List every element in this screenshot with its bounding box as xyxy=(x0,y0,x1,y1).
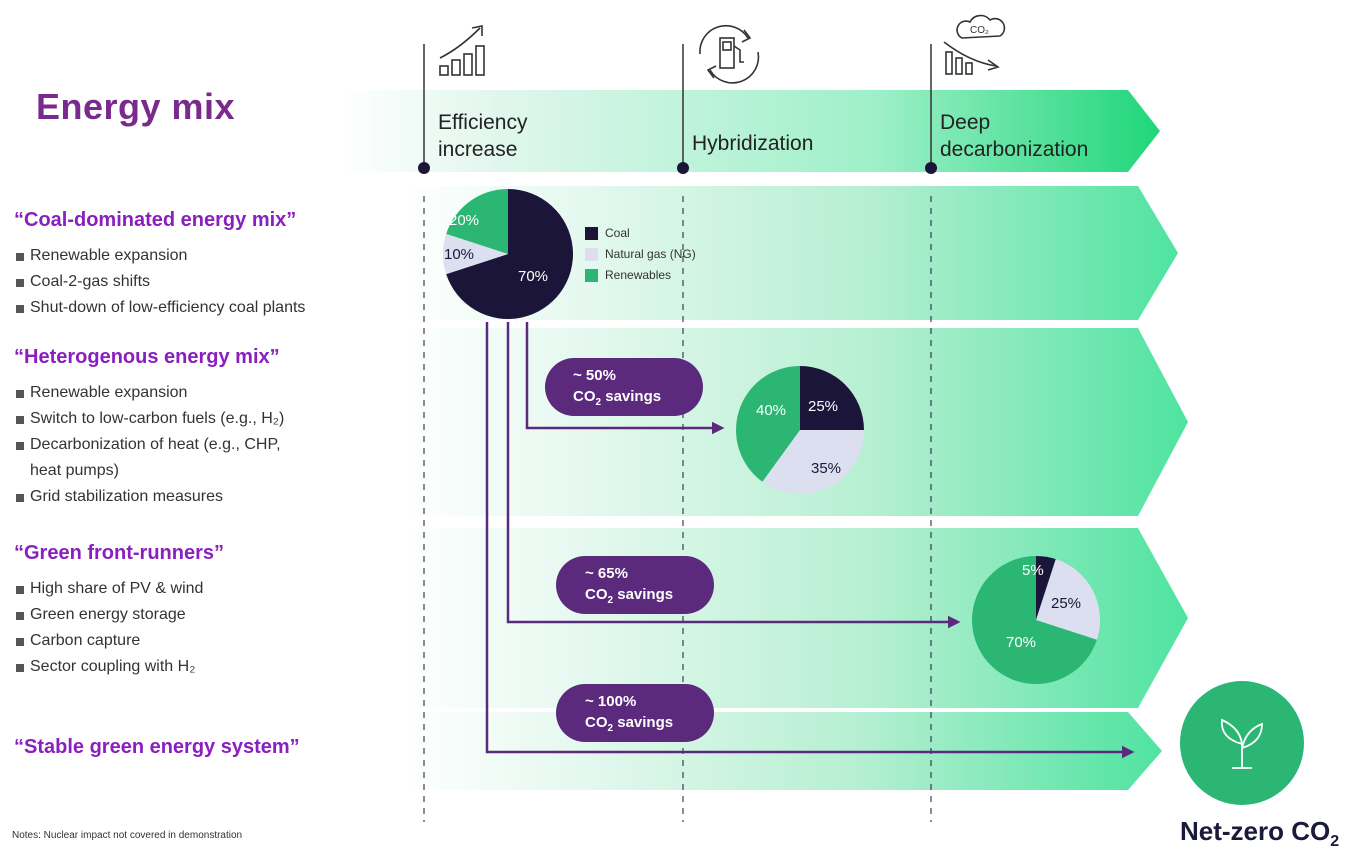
pie3-label-renewables: 70% xyxy=(1006,634,1037,651)
flow-arrow-to-netzero xyxy=(485,322,1135,759)
co2-subscript: 2 xyxy=(607,595,614,606)
pie-slice-coal xyxy=(1036,556,1056,620)
stage-label-hybridization: Hybridization xyxy=(692,132,814,155)
savings-text-1: ~ 50% CO2 savings xyxy=(573,365,661,413)
stage-label-line: decarbonization xyxy=(940,138,1089,161)
legend-label-coal: Coal xyxy=(605,226,630,240)
net-zero-text: Net-zero CO xyxy=(1180,816,1331,846)
savings-amount: ~ 100% xyxy=(585,693,637,710)
savings-label: CO2 savings xyxy=(585,584,673,611)
list-item: Shut-down of low-efficiency coal plants xyxy=(14,295,305,321)
stage-label-line: Deep xyxy=(940,111,991,134)
fuel-cycle-icon xyxy=(699,24,760,84)
stage-label-line: Efficiency xyxy=(438,111,528,134)
legend-swatch-renewables xyxy=(585,269,598,282)
pie-slice-renewables xyxy=(446,189,508,254)
page-title: Energy mix xyxy=(36,86,236,127)
savings-suffix: savings xyxy=(601,388,662,405)
scenario-title-heterogenous: “Heterogenous energy mix” xyxy=(14,346,280,368)
pie-slice-gas xyxy=(1036,559,1101,640)
scenario-title-coal-dominated: “Coal-dominated energy mix” xyxy=(14,209,297,231)
stage-marker-3 xyxy=(925,162,937,174)
footnote: Notes: Nuclear impact not covered in dem… xyxy=(12,830,243,841)
savings-amount: ~ 50% xyxy=(573,367,616,384)
pie-slice-renewables xyxy=(736,366,800,482)
pie3-label-gas: 25% xyxy=(1051,595,1082,612)
stage-arrow-band xyxy=(340,90,1160,172)
co2-subscript: 2 xyxy=(595,397,602,408)
list-item: High share of PV & wind xyxy=(14,576,203,602)
legend-label-gas: Natural gas (NG) xyxy=(605,247,696,261)
list-item: Decarbonization of heat (e.g., CHP, xyxy=(14,432,284,458)
savings-amount: ~ 65% xyxy=(585,565,628,582)
scenario-title-green-frontrunners: “Green front-runners” xyxy=(14,542,225,564)
legend-label-renewables: Renewables xyxy=(605,268,672,282)
legend-swatch-coal xyxy=(585,227,598,240)
legend-swatch-gas xyxy=(585,248,598,261)
co2-text: CO xyxy=(585,586,608,603)
pie-chart-heterogenous xyxy=(736,366,864,495)
pie-slice-gas xyxy=(443,233,508,275)
co2-subscript: 2 xyxy=(607,723,614,734)
pie-slice-renewables xyxy=(972,556,1097,684)
savings-text-3: ~ 100% CO2 savings xyxy=(585,691,673,739)
list-item: Green energy storage xyxy=(14,602,203,628)
pie2-label-gas: 35% xyxy=(811,460,842,477)
pie1-label-gas: 10% xyxy=(444,246,475,263)
stage-marker-2 xyxy=(677,162,689,174)
pie2-label-renewables: 40% xyxy=(756,402,787,419)
savings-text-2: ~ 65% CO2 savings xyxy=(585,563,673,611)
savings-suffix: savings xyxy=(613,714,674,731)
scenario-bullets-coal-dominated: Renewable expansion Coal-2-gas shifts Sh… xyxy=(14,243,305,321)
pie-slice-coal xyxy=(800,366,864,430)
co2-text: CO xyxy=(573,388,596,405)
pie-slice-gas xyxy=(762,430,864,495)
net-zero-label: Net-zero CO2 xyxy=(1180,816,1339,851)
stage-marker-1 xyxy=(418,162,430,174)
pie1-label-coal: 70% xyxy=(518,268,549,285)
scenario-bullets-heterogenous: Renewable expansion Switch to low-carbon… xyxy=(14,380,284,510)
plant-sprout-icon xyxy=(1220,718,1263,769)
net-zero-subscript: 2 xyxy=(1330,833,1340,851)
flow-arrow-to-deep xyxy=(506,322,961,629)
list-item: Renewable expansion xyxy=(14,243,305,269)
savings-label: CO2 savings xyxy=(573,386,661,413)
list-item: Grid stabilization measures xyxy=(14,484,284,510)
list-item: Carbon capture xyxy=(14,628,203,654)
savings-label: CO2 savings xyxy=(585,712,673,739)
savings-suffix: savings xyxy=(613,586,674,603)
pie-chart-green-frontrunners xyxy=(972,556,1101,684)
savings-pill-1 xyxy=(545,358,703,416)
stage-label-efficiency: Efficiency increase xyxy=(438,109,528,163)
stage-label-deep-decarbonization: Deep decarbonization xyxy=(940,109,1088,163)
svg-text:CO₂: CO₂ xyxy=(970,25,989,36)
scenario-title-stable-green: “Stable green energy system” xyxy=(14,736,300,758)
list-item: Renewable expansion xyxy=(14,380,284,406)
list-item: Sector coupling with H₂ xyxy=(14,654,203,680)
co2-decline-icon: CO₂ xyxy=(943,14,1006,75)
co2-text: CO xyxy=(585,714,608,731)
efficiency-growth-icon xyxy=(439,25,485,76)
pie2-label-coal: 25% xyxy=(808,398,839,415)
list-item: Switch to low-carbon fuels (e.g., H₂) xyxy=(14,406,284,432)
savings-pill-2 xyxy=(556,556,714,614)
pie-slice-coal xyxy=(446,189,574,319)
savings-pill-3 xyxy=(556,684,714,742)
flow-arrow-to-hybrid xyxy=(525,322,725,435)
list-item-continuation: heat pumps) xyxy=(30,462,119,479)
pie1-label-renewables: 20% xyxy=(449,212,480,229)
pie3-label-coal: 5% xyxy=(1022,562,1044,579)
scenario-bullets-green-frontrunners: High share of PV & wind Green energy sto… xyxy=(14,576,203,680)
list-item: Coal-2-gas shifts xyxy=(14,269,305,295)
stage-label-line: increase xyxy=(438,138,518,161)
scenario-band-1 xyxy=(400,186,1178,320)
pie-chart-coal-dominated xyxy=(443,189,574,319)
